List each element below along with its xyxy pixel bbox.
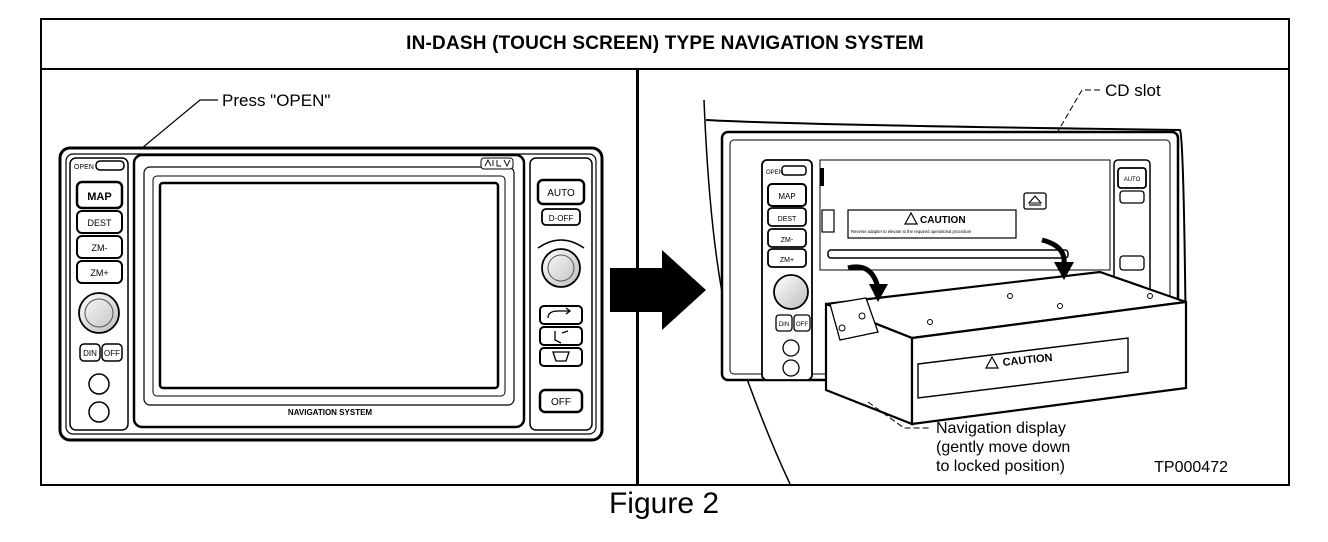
caution-front-text: CAUTION (1002, 352, 1053, 369)
housing-volume-knob[interactable] (773, 274, 809, 310)
housing-map-button[interactable]: MAP (767, 183, 807, 207)
open-label: OPEN (74, 164, 94, 171)
caution-small-text: Reverse adapter to elevate to the requir… (851, 229, 972, 234)
housing-auto-label: AUTO (1124, 177, 1141, 183)
zoom-out-button[interactable]: ZM- (76, 235, 123, 259)
housing-dest-button[interactable]: DEST (767, 207, 807, 227)
bay-marker (820, 168, 824, 186)
screen-caption: NAVIGATION SYSTEM (288, 408, 372, 417)
dest-button[interactable]: DEST (76, 210, 123, 234)
housing-round-button-1[interactable] (782, 339, 800, 357)
climate-off-button[interactable]: OFF (538, 388, 584, 414)
defrost-button[interactable] (539, 347, 583, 367)
lower-round-button-2[interactable] (88, 401, 110, 423)
cd-slot-callout: CD slot (1105, 81, 1161, 100)
housing-map-label: MAP (778, 192, 795, 201)
housing-open-label: OPEN (766, 170, 783, 176)
tray-screw (1007, 293, 1013, 299)
left-volume-knob[interactable] (78, 292, 120, 334)
warning-triangle-icon (984, 355, 1000, 369)
small-off-button[interactable]: OFF (101, 343, 123, 362)
bracket-screw (858, 312, 866, 320)
housing-dest-label: DEST (778, 216, 797, 223)
dest-button-label: DEST (87, 218, 112, 228)
nav-head-unit: OPEN MAP DEST ZM- ZM+ (58, 146, 604, 442)
right-temp-knob[interactable] (541, 248, 581, 288)
housing-open-button[interactable] (781, 165, 807, 176)
housing-zoom-in-label: ZM+ (780, 257, 794, 264)
lower-round-button-1[interactable] (88, 373, 110, 395)
temp-arc (537, 239, 585, 249)
caution-top-text: CAUTION (920, 215, 966, 226)
bracket-screw (838, 324, 846, 332)
housing-zoom-in-button[interactable]: ZM+ (767, 248, 807, 268)
tray-bracket (829, 297, 879, 341)
zoom-in-button[interactable]: ZM+ (76, 260, 123, 284)
nav-display-callout-line1: Navigation display (936, 420, 1066, 437)
auto-label: AUTO (547, 188, 575, 199)
figure-title: IN-DASH (TOUCH SCREEN) TYPE NAVIGATION S… (42, 20, 1288, 70)
move-down-arrow-right (1041, 237, 1074, 280)
housing-zoom-out-button[interactable]: ZM- (767, 228, 807, 248)
tray-screw (1147, 293, 1153, 299)
housing-zoom-out-label: ZM- (781, 237, 794, 244)
nav-display-callout-line3: to locked position) (936, 458, 1065, 475)
housing-off-button[interactable]: OFF (793, 314, 811, 332)
auto-button[interactable]: AUTO (536, 178, 586, 206)
housing-round-button-2[interactable] (782, 359, 800, 377)
brand-logo (480, 157, 514, 170)
map-button-label: MAP (87, 191, 111, 203)
housing-off-label: OFF (796, 322, 808, 328)
press-open-leader (129, 99, 218, 159)
press-open-callout: Press "OPEN" (222, 91, 330, 110)
nav-display-callout-line2: (gently move down (936, 439, 1070, 456)
left-panel: Press "OPEN" OPEN MAP DEST ZM- (58, 91, 604, 442)
move-down-arrow-left (847, 264, 888, 302)
right-control-column (529, 157, 593, 431)
screen-bezel-inner (143, 166, 515, 406)
caution-plate-front (917, 337, 1129, 399)
reference-code: TP000472 (1154, 459, 1228, 476)
din-label: DIN (83, 349, 97, 358)
open-button[interactable] (95, 160, 125, 171)
din-button[interactable]: DIN (79, 343, 101, 362)
cd-bay (819, 159, 1111, 271)
housing-din-button[interactable]: DIN (775, 314, 793, 332)
right-panel: CD slot OPEN MAP DEST ZM- ZM+ DIN (703, 81, 1228, 485)
caution-label-top: CAUTION Reverse adapter to elevate to th… (847, 209, 1017, 239)
eject-button[interactable] (1023, 192, 1047, 210)
airflow-mode-button[interactable] (539, 326, 583, 346)
nav-display-leader (867, 401, 930, 429)
climate-off-label: OFF (551, 397, 571, 408)
tray-screw (1057, 303, 1063, 309)
housing-din-label: DIN (779, 322, 789, 328)
zoom-out-label: ZM- (92, 243, 108, 253)
housing-recirc-button[interactable] (1119, 255, 1145, 271)
cd-slot[interactable] (827, 249, 1069, 259)
housing-auto-button[interactable]: AUTO (1117, 167, 1147, 189)
navigation-display-tray[interactable]: CAUTION (824, 270, 1188, 426)
left-control-column (69, 157, 129, 431)
d-off-label: D-OFF (549, 214, 574, 223)
zoom-in-label: ZM+ (90, 268, 108, 278)
small-off-label: OFF (104, 349, 120, 358)
dash-opening-outer (705, 119, 1187, 361)
screen-bezel-inner-2 (152, 175, 506, 397)
bay-latch (821, 209, 835, 233)
d-off-button[interactable]: D-OFF (541, 208, 581, 226)
transition-arrow (610, 250, 706, 330)
map-button[interactable]: MAP (75, 180, 124, 210)
touch-screen[interactable] (158, 181, 500, 390)
recirc-button[interactable] (539, 305, 583, 325)
figure-caption: Figure 2 (608, 487, 720, 520)
housing-d-off-button[interactable] (1119, 190, 1145, 204)
tray-screw (927, 319, 933, 325)
